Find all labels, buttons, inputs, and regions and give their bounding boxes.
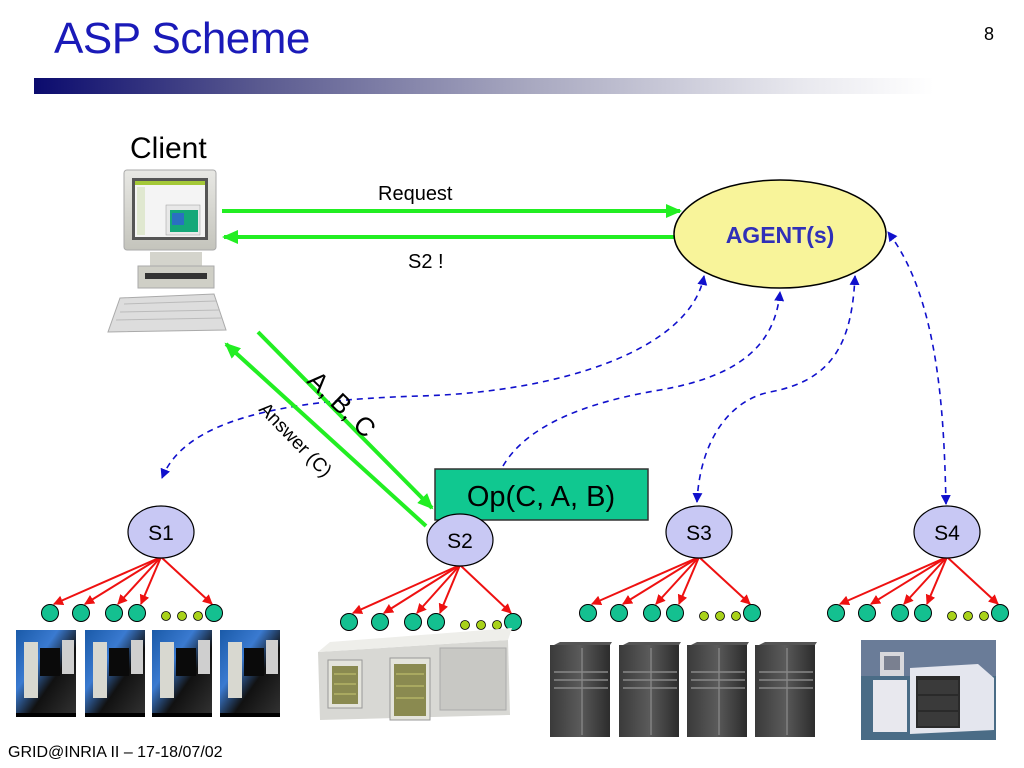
dispatch-arrow	[655, 556, 700, 605]
agent-s1-link	[160, 275, 708, 479]
s4-mainframe-image	[861, 640, 996, 740]
dispatch-arrow	[677, 556, 700, 605]
ellipsis-dot	[492, 620, 502, 630]
answer-arrow	[224, 342, 428, 528]
server-ellipse	[913, 505, 981, 559]
compute-node	[41, 604, 59, 622]
server-ellipse	[127, 505, 195, 559]
compute-node	[743, 604, 761, 622]
ellipsis-dot	[193, 611, 203, 621]
workstation-photo	[220, 630, 280, 717]
server-label: S3	[686, 522, 712, 545]
dispatch-arrow	[416, 564, 461, 614]
ellipsis-dot	[161, 611, 171, 621]
compute-node	[72, 604, 90, 622]
compute-node	[340, 613, 358, 631]
compute-node	[991, 604, 1009, 622]
s1-workstations-image	[16, 630, 280, 717]
compute-node	[504, 613, 522, 631]
operation-label: Op(C, A, B)	[467, 481, 615, 513]
operation-box: Op(C, A, B)	[434, 468, 649, 521]
compute-node	[914, 604, 932, 622]
server-s3[interactable]: S3	[579, 505, 761, 622]
server-s2[interactable]: S2	[340, 513, 522, 631]
server-ellipse	[665, 505, 733, 559]
ellipsis-dot	[731, 611, 741, 621]
server-label: S2	[447, 530, 473, 553]
dispatch-arrow	[84, 556, 162, 605]
slide-title: ASP Scheme	[54, 14, 310, 63]
workstation-photo	[16, 630, 76, 717]
agent-s3-link	[692, 275, 860, 503]
client-label: Client	[130, 132, 207, 165]
rack-server-photo	[755, 642, 817, 737]
dispatch-arrow	[383, 564, 461, 614]
dispatch-arrow	[438, 564, 461, 614]
dispatch-arrow	[925, 556, 948, 605]
ellipsis-dot	[460, 620, 470, 630]
ellipsis-dot	[177, 611, 187, 621]
s2-cluster-image	[318, 628, 512, 721]
dispatch-arrow	[139, 556, 162, 605]
dispatch-arrow	[870, 556, 948, 605]
server-ellipse	[426, 513, 494, 567]
compute-node	[404, 613, 422, 631]
compute-node	[427, 613, 445, 631]
server-s1[interactable]: S1	[41, 505, 223, 622]
client-computer-icon	[107, 169, 227, 333]
title-gradient-bar	[34, 78, 934, 94]
compute-node	[371, 613, 389, 631]
agent-s2-link	[502, 291, 785, 467]
compute-node	[858, 604, 876, 622]
send-data-arrow	[256, 330, 434, 510]
dispatch-arrow	[591, 556, 700, 605]
compute-node	[891, 604, 909, 622]
rack-server-photo	[550, 642, 612, 737]
rack-server-photo	[619, 642, 681, 737]
dispatch-arrow	[459, 564, 512, 614]
dispatch-arrow	[160, 556, 213, 605]
compute-node	[827, 604, 845, 622]
request-label: Request	[378, 183, 453, 205]
agent-node[interactable]: AGENT(s)	[673, 179, 887, 289]
workstation-photo	[85, 630, 145, 717]
compute-node	[579, 604, 597, 622]
compute-node	[205, 604, 223, 622]
dispatch-arrow	[117, 556, 162, 605]
dispatch-arrow	[622, 556, 700, 605]
dispatch-arrow	[946, 556, 999, 605]
agent-s4-link	[887, 231, 951, 505]
ellipsis-dot	[963, 611, 973, 621]
compute-node	[610, 604, 628, 622]
server-label: S1	[148, 522, 174, 545]
compute-node	[105, 604, 123, 622]
dispatch-arrow	[352, 564, 461, 614]
dispatch-arrow	[53, 556, 162, 605]
ellipsis-dot	[715, 611, 725, 621]
s3-rack-servers-image	[550, 642, 817, 737]
ellipsis-dot	[947, 611, 957, 621]
page-number: 8	[984, 24, 995, 44]
answer-label: Answer (C)	[254, 399, 335, 482]
reply-label: S2 !	[408, 251, 444, 273]
dispatch-arrow	[698, 556, 751, 605]
server-s4[interactable]: S4	[827, 505, 1009, 622]
agent-label: AGENT(s)	[726, 222, 835, 248]
ellipsis-dot	[476, 620, 486, 630]
ellipsis-dot	[699, 611, 709, 621]
compute-node	[643, 604, 661, 622]
slide-footer: GRID@INRIA II – 17-18/07/02	[8, 744, 223, 761]
server-label: S4	[934, 522, 960, 545]
workstation-photo	[152, 630, 212, 717]
compute-node	[666, 604, 684, 622]
rack-server-photo	[687, 642, 749, 737]
compute-node	[128, 604, 146, 622]
dispatch-arrow	[839, 556, 948, 605]
ellipsis-dot	[979, 611, 989, 621]
dispatch-arrow	[903, 556, 948, 605]
